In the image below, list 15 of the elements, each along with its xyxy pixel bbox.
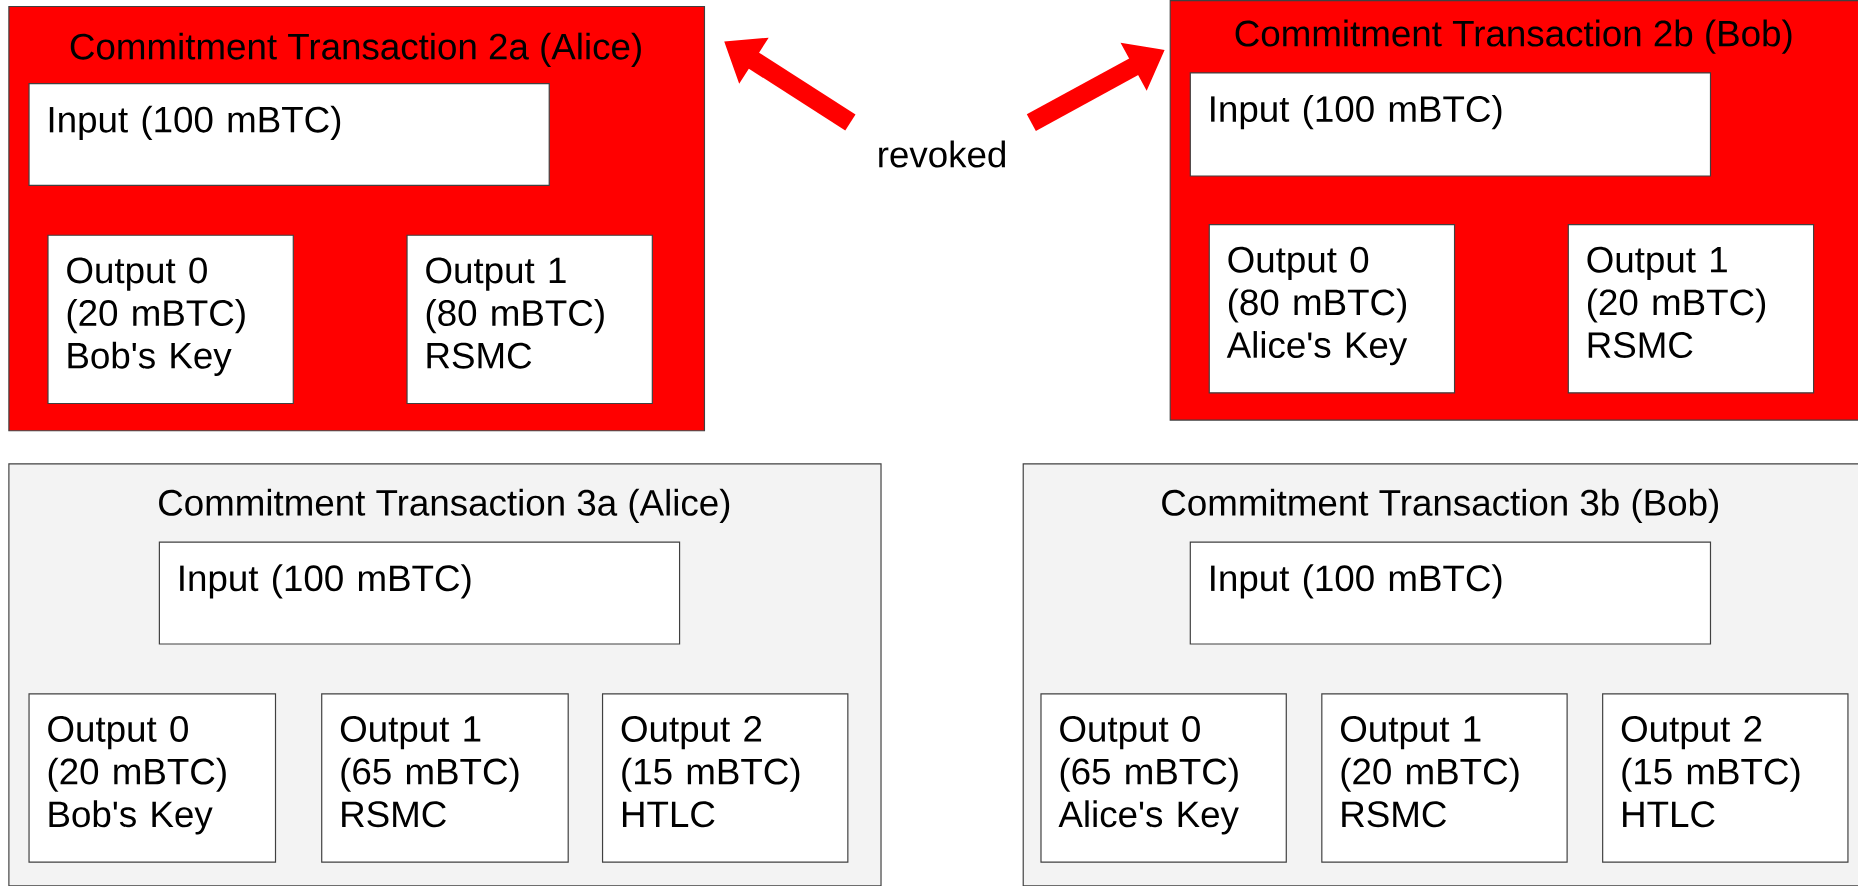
output-box: Output 1 (65 mBTC) RSMC xyxy=(321,693,569,863)
output-box: Output 0 (20 mBTC) Bob's Key xyxy=(28,693,277,863)
output-box: Output 0 (80 mBTC) Alice's Key xyxy=(1208,223,1456,394)
input-box: Input (100 mBTC) xyxy=(1189,541,1712,645)
input-box: Input (100 mBTC) xyxy=(158,541,681,645)
output-box: Output 2 (15 mBTC) HTLC xyxy=(1602,693,1849,863)
output-box: Output 2 (15 mBTC) HTLC xyxy=(601,693,849,863)
output-box: Output 0 (20 mBTC) Bob's Key xyxy=(47,234,294,404)
input-box: Input (100 mBTC) xyxy=(1189,72,1712,177)
input-box: Input (100 mBTC) xyxy=(28,82,550,186)
output-box: Output 1 (20 mBTC) RSMC xyxy=(1321,693,1568,863)
output-box: Output 0 (65 mBTC) Alice's Key xyxy=(1040,693,1287,863)
output-box: Output 1 (20 mBTC) RSMC xyxy=(1567,223,1815,394)
revoked-label: revoked xyxy=(879,140,1005,168)
output-box: Output 1 (80 mBTC) RSMC xyxy=(406,234,653,404)
